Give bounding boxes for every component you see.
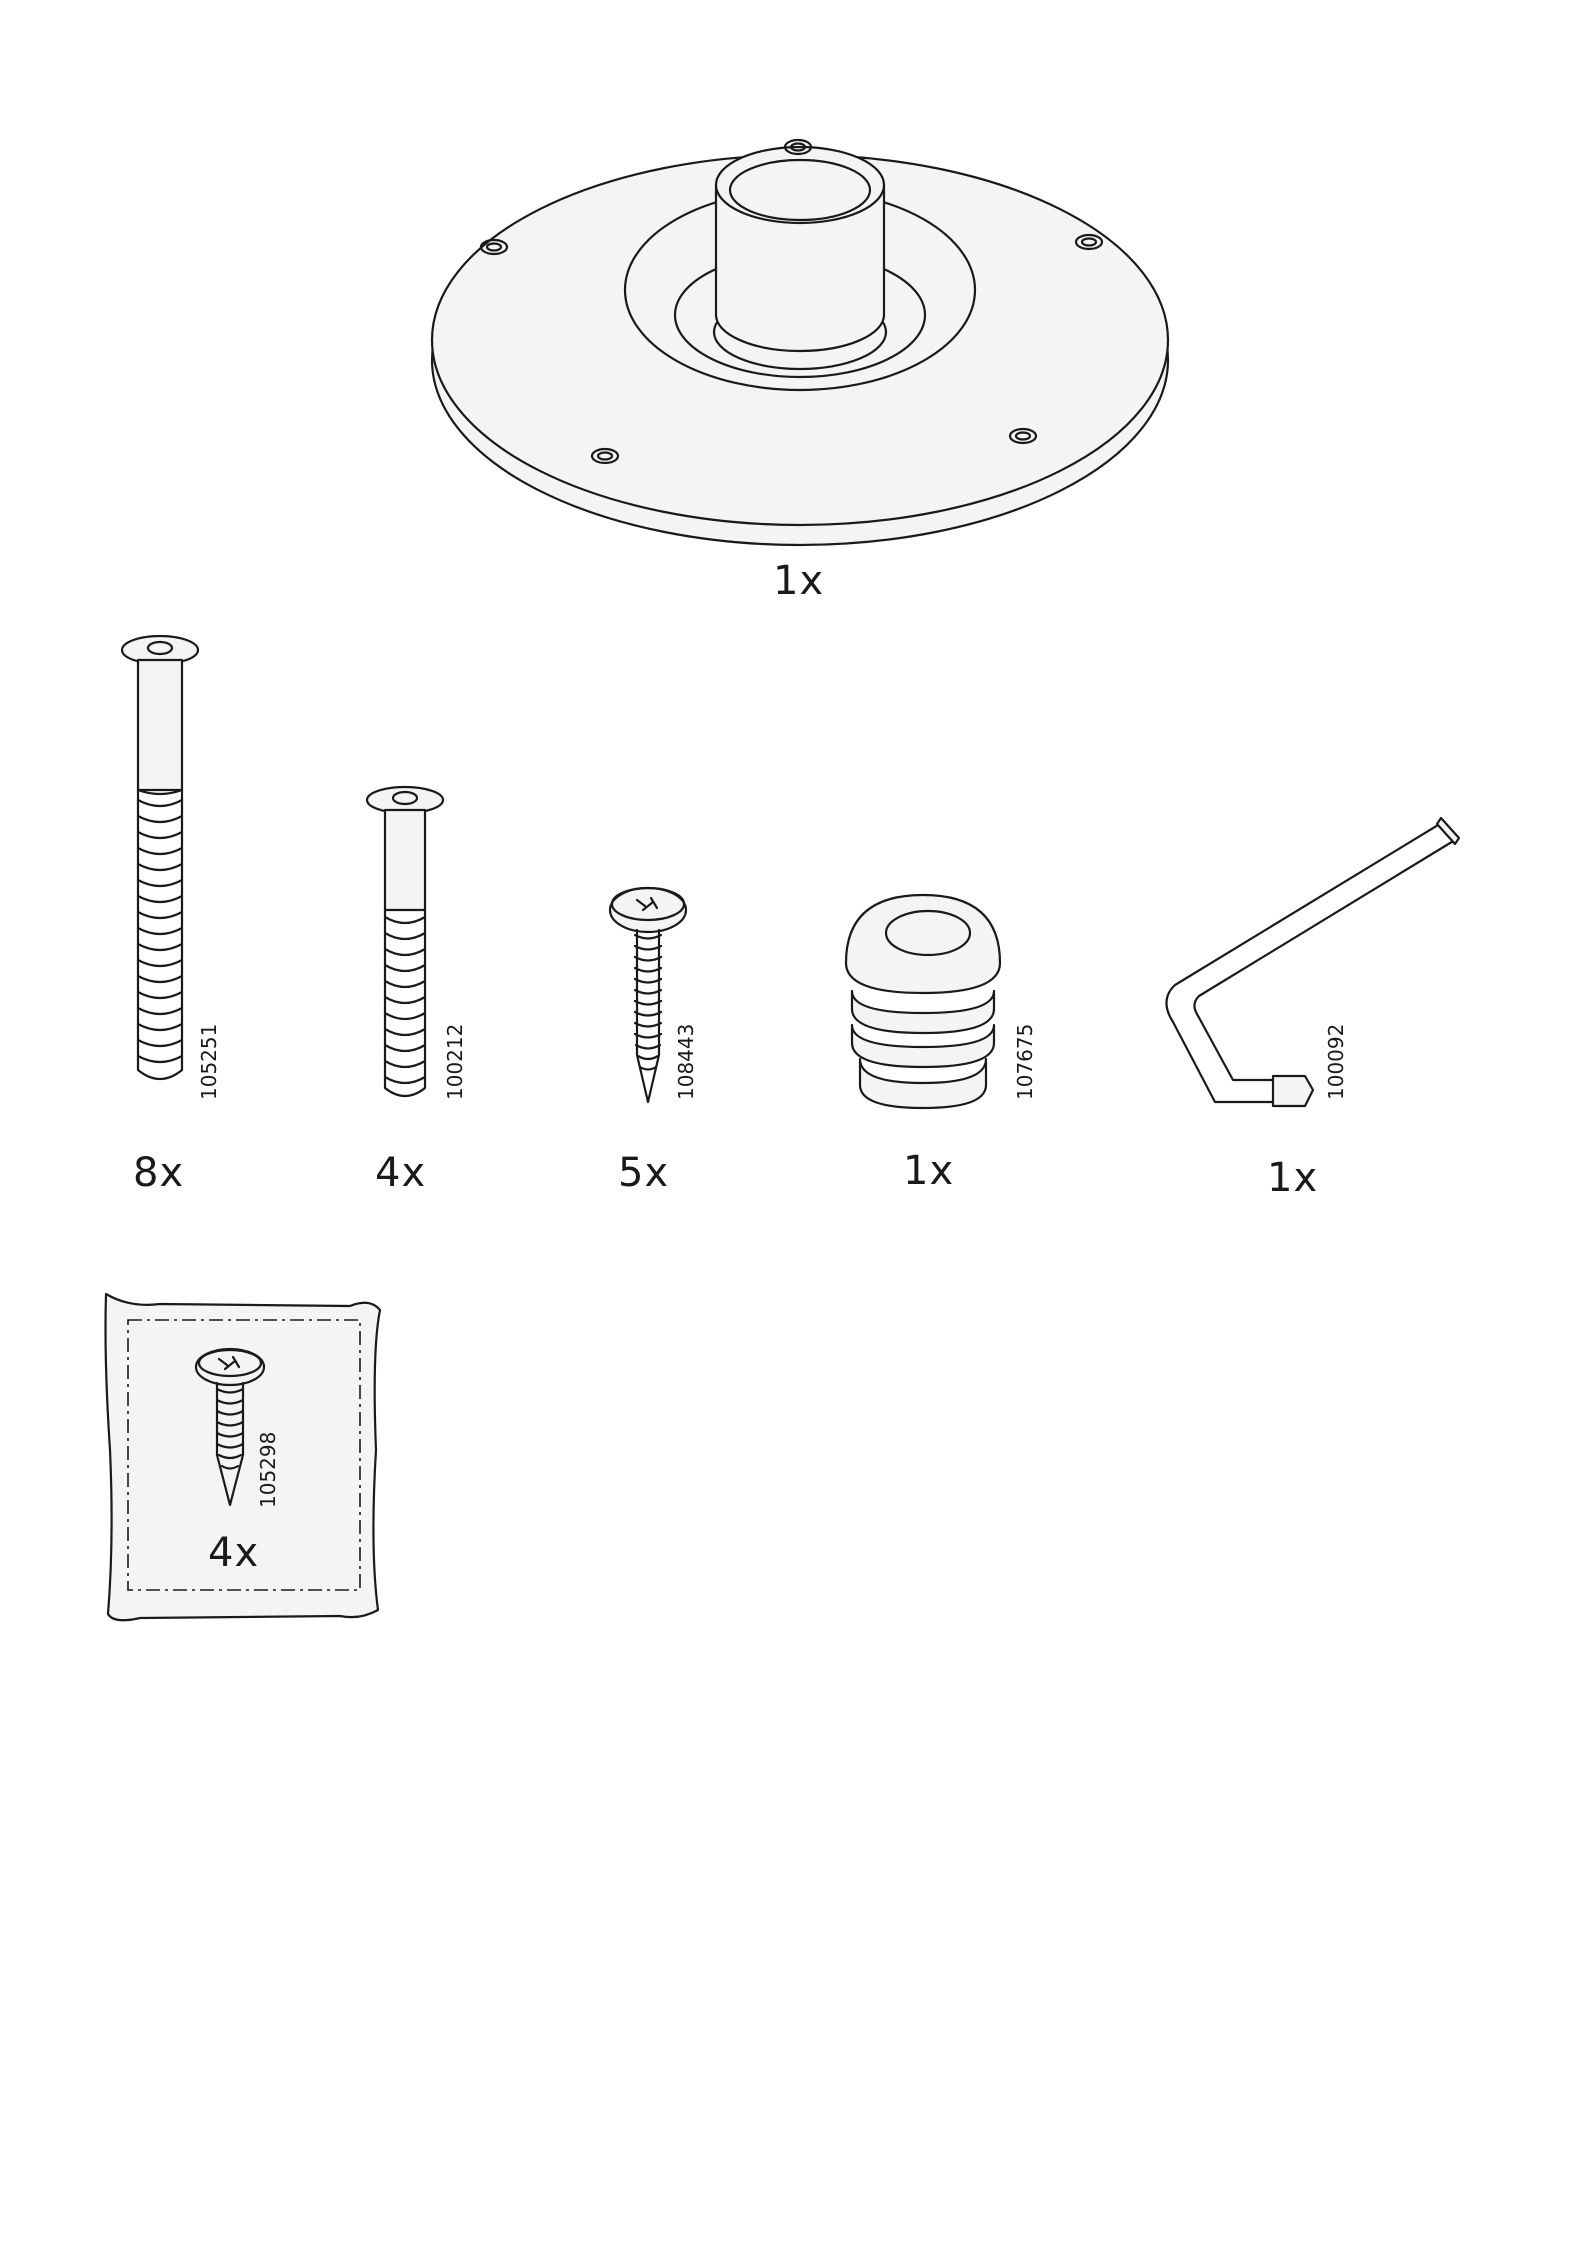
long-screw-article-number: 105251 (197, 1024, 221, 1100)
allen-key-illustration (1155, 810, 1475, 1120)
bag-screw-quantity: 4x (208, 1530, 259, 1576)
short-screw-illustration (365, 782, 455, 1112)
short-screw-quantity: 4x (375, 1150, 426, 1196)
long-screw-quantity: 8x (133, 1150, 184, 1196)
short-screw-article-number: 100212 (443, 1024, 467, 1100)
plastic-cap-article-number: 107675 (1013, 1024, 1037, 1100)
plastic-cap-quantity: 1x (903, 1148, 954, 1194)
bag-screw-article-number: 105298 (256, 1432, 280, 1508)
allen-key-quantity: 1x (1267, 1155, 1318, 1201)
base-plate-quantity: 1x (773, 558, 824, 604)
plastic-cap-illustration (838, 893, 1008, 1113)
small-screw-quantity: 5x (618, 1150, 669, 1196)
allen-key-article-number: 100092 (1324, 1024, 1348, 1100)
base-plate-illustration (420, 125, 1180, 545)
small-screw-article-number: 108443 (674, 1024, 698, 1100)
